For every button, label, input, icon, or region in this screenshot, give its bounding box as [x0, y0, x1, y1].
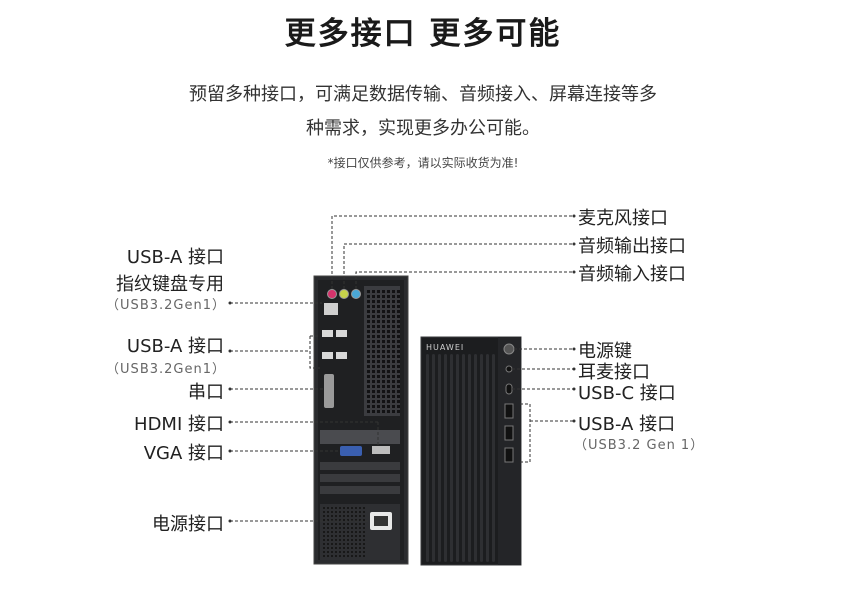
- label-mic: 麦克风接口: [578, 208, 668, 229]
- power-button-shape: [503, 343, 515, 355]
- rear-chassis: [313, 275, 409, 565]
- audio-out-port: [339, 289, 349, 299]
- usb-a-front-shape: [504, 425, 514, 441]
- label-power-key: 电源键: [578, 341, 632, 362]
- label-power-port: 电源接口: [152, 514, 224, 535]
- label-audio-in: 音频输入接口: [578, 264, 686, 285]
- leader-lines: [230, 215, 574, 522]
- hdmi-port-shape: [372, 446, 390, 454]
- audio-in-port: [351, 289, 361, 299]
- usb-port: [336, 330, 347, 337]
- description-line-2: 种需求，实现更多办公可能。: [306, 118, 540, 139]
- label-usb-a-fingerprint-spec: （USB3.2Gen1）: [106, 298, 226, 313]
- label-headset: 耳麦接口: [578, 362, 650, 383]
- label-usb-a-rear: USB-A 接口: [126, 336, 224, 357]
- page-title: 更多接口 更多可能: [284, 16, 562, 52]
- label-hdmi: HDMI 接口: [134, 414, 224, 435]
- usbc-port-shape: [505, 383, 513, 395]
- label-usb-a-front: USB-A 接口: [578, 414, 676, 435]
- label-usb-a-front-spec: （USB3.2 Gen 1）: [574, 438, 705, 453]
- disclaimer-note: *接口仅供参考，请以实际收货为准!: [327, 156, 519, 170]
- description-line-1: 预留多种接口，可满足数据传输、音频接入、屏幕连接等多: [189, 84, 657, 105]
- usb-port: [322, 330, 333, 337]
- label-fingerprint-keyboard: 指纹键盘专用: [116, 274, 224, 295]
- vga-port-shape: [340, 446, 362, 456]
- usb-port: [322, 352, 333, 359]
- brand-logo: HUAWEI: [426, 343, 465, 352]
- ethernet-port: [324, 303, 338, 315]
- label-serial: 串口: [188, 382, 224, 403]
- label-usb-c: USB-C 接口: [578, 383, 676, 404]
- mic-port: [327, 289, 337, 299]
- usb-port: [336, 352, 347, 359]
- usb-a-front-shape: [504, 447, 514, 463]
- usb-a-front-shape: [504, 403, 514, 419]
- label-usb-a-fingerprint: USB-A 接口: [126, 247, 224, 268]
- front-chassis: [420, 336, 522, 566]
- label-audio-out: 音频输出接口: [578, 236, 686, 257]
- serial-port: [324, 374, 334, 408]
- label-usb-a-rear-spec: （USB3.2Gen1）: [106, 362, 226, 377]
- label-vga: VGA 接口: [143, 443, 224, 464]
- headset-jack-shape: [505, 365, 513, 373]
